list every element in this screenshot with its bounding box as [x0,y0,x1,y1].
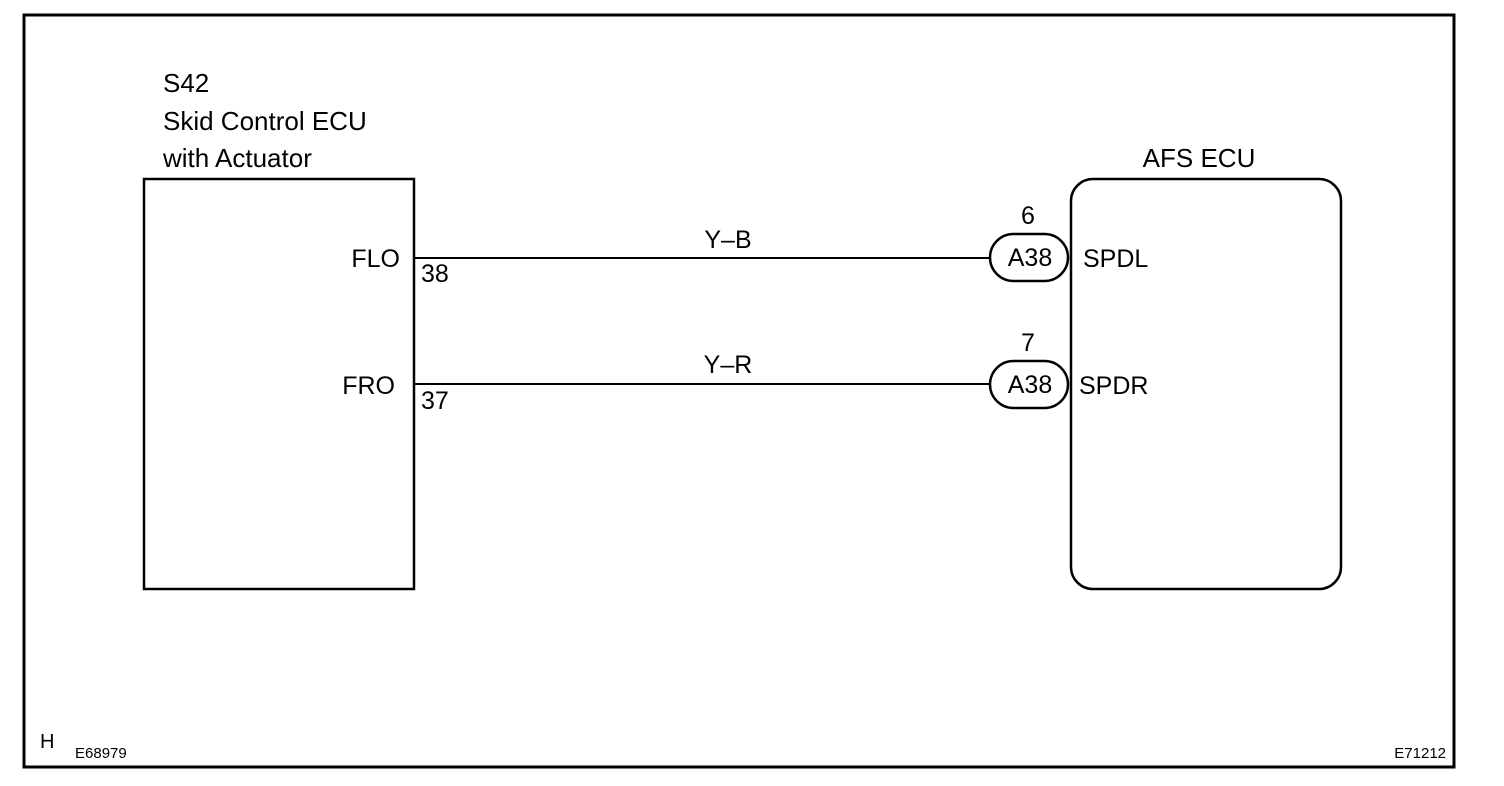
terminal-label-fro: FRO [342,372,395,400]
terminal-label-spdr: SPDR [1079,372,1148,400]
terminal-label-flo: FLO [351,245,400,273]
footer-right-code: E71212 [1394,745,1446,762]
footer-marker: H [40,731,54,753]
connector-a38-upper [988,232,1070,283]
afs-ecu-box [1069,177,1343,591]
left-component-name-line2: with Actuator [162,143,312,173]
wire-color-label-2: Y–R [704,351,753,379]
connector-pin-7: 7 [1021,329,1035,357]
diagram-frame [22,13,1456,769]
right-component-name: AFS ECU [1143,143,1256,173]
left-component-name-line1: Skid Control ECU [163,106,367,136]
wire-color-label-1: Y–B [704,226,751,254]
connector-pin-6: 6 [1021,202,1035,230]
connector-a38-upper-label: A38 [1008,244,1052,272]
connector-a38-lower-label: A38 [1008,371,1052,399]
terminal-label-spdl: SPDL [1083,245,1148,273]
left-component-code: S42 [163,68,209,98]
footer-left-code: E68979 [75,745,127,762]
terminal-pin-37: 37 [421,387,449,415]
terminal-pin-38: 38 [421,260,449,288]
connector-a38-lower [988,359,1070,410]
